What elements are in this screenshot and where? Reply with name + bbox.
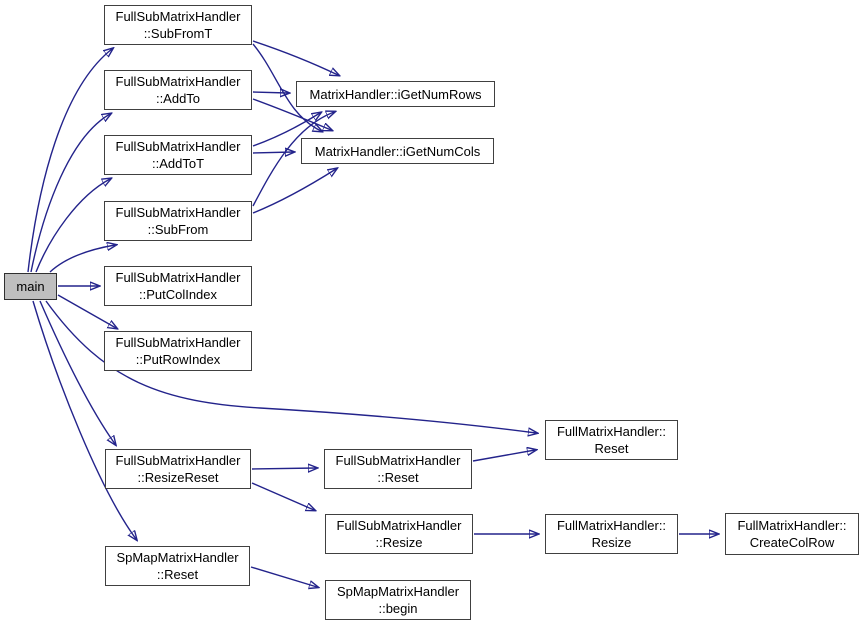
edge-main-spmapreset — [32, 300, 136, 539]
node-fullsubmatrixhandler-subfrom[interactable]: FullSubMatrixHandler ::SubFrom — [104, 201, 252, 241]
edge-main-subfrom — [49, 245, 115, 273]
edge-main-resizereset — [39, 300, 115, 444]
node-main[interactable]: main — [4, 273, 57, 300]
node-fullmatrixhandler-createcolrow[interactable]: FullMatrixHandler:: CreateColRow — [725, 513, 859, 555]
edge-resizereset-fsmh-reset — [251, 468, 316, 469]
edge-main-putrowindex — [57, 294, 116, 328]
edge-addtot-igetnumcols — [252, 152, 293, 153]
edge-main-fmh-reset — [45, 300, 536, 433]
edge-addtot-igetnumrows — [252, 113, 320, 147]
edge-subfrom-igetnumcols — [252, 169, 336, 214]
node-spmapmatrixhandler-begin[interactable]: SpMapMatrixHandler ::begin — [325, 580, 471, 620]
edge-addto-igetnumrows — [252, 92, 288, 93]
edge-main-subfromt — [27, 49, 112, 273]
node-fullsubmatrixhandler-addto[interactable]: FullSubMatrixHandler ::AddTo — [104, 70, 252, 110]
node-fullmatrixhandler-resize[interactable]: FullMatrixHandler:: Resize — [545, 514, 678, 554]
node-fullsubmatrixhandler-reset[interactable]: FullSubMatrixHandler ::Reset — [324, 449, 472, 489]
node-spmapmatrixhandler-reset[interactable]: SpMapMatrixHandler ::Reset — [105, 546, 250, 586]
edge-subfromt-igetnumrows — [252, 40, 338, 75]
node-fullsubmatrixhandler-putrowindex[interactable]: FullSubMatrixHandler ::PutRowIndex — [104, 331, 252, 371]
edge-main-addtot — [35, 179, 110, 273]
edge-fsmh-reset-fmh-reset — [472, 450, 535, 462]
node-fullsubmatrixhandler-subfromt[interactable]: FullSubMatrixHandler ::SubFromT — [104, 5, 252, 45]
edge-spmapreset-spmap-begin — [250, 566, 317, 587]
node-matrixhandler-igetnumrows[interactable]: MatrixHandler::iGetNumRows — [296, 81, 495, 107]
node-fullmatrixhandler-reset[interactable]: FullMatrixHandler:: Reset — [545, 420, 678, 460]
node-fullsubmatrixhandler-resize[interactable]: FullSubMatrixHandler ::Resize — [325, 514, 473, 554]
node-fullsubmatrixhandler-addtot[interactable]: FullSubMatrixHandler ::AddToT — [104, 135, 252, 175]
node-fullsubmatrixhandler-resizereset[interactable]: FullSubMatrixHandler ::ResizeReset — [105, 449, 251, 489]
edge-addto-igetnumcols — [252, 98, 331, 130]
edge-resizereset-fsmh-resize — [251, 482, 314, 510]
node-fullsubmatrixhandler-putcolindex[interactable]: FullSubMatrixHandler ::PutColIndex — [104, 266, 252, 306]
node-matrixhandler-igetnumcols[interactable]: MatrixHandler::iGetNumCols — [301, 138, 494, 164]
edge-main-addto — [30, 114, 110, 273]
edge-subfrom-igetnumrows — [252, 112, 334, 207]
